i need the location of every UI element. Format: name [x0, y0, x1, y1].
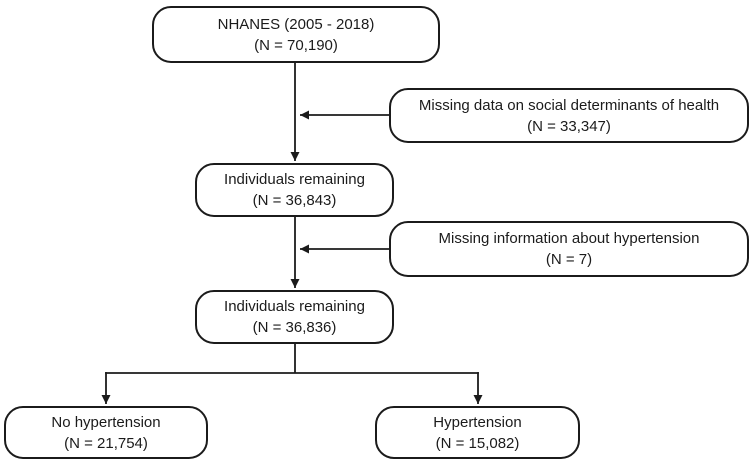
node-nhanes-source: NHANES (2005 - 2018) (N = 70,190) [152, 6, 440, 63]
node-count: (N = 36,843) [252, 192, 337, 209]
node-label: Individuals remaining [224, 298, 365, 315]
node-individuals-remaining-1: Individuals remaining (N = 36,843) [195, 163, 394, 217]
node-label: Missing information about hypertension [438, 230, 700, 247]
node-count: (N = 21,754) [64, 434, 148, 452]
node-count: (N = 33,347) [527, 117, 611, 135]
node-individuals-remaining-2: Individuals remaining (N = 36,836) [195, 290, 394, 344]
node-exclusion-hypertension-info: Missing information about hypertension (… [389, 221, 749, 277]
node-label: Hypertension [433, 413, 522, 431]
node-label: No hypertension [51, 413, 161, 431]
node-count: (N = 15,082) [435, 434, 520, 452]
node-count: (N = 7) [545, 251, 593, 268]
node-no-hypertension: No hypertension (N = 21,754) [4, 406, 208, 459]
node-label: Missing data on social determinants of h… [418, 96, 720, 114]
node-count: (N = 36,836) [252, 319, 337, 336]
node-count: (N = 70,190) [254, 36, 338, 54]
node-label: NHANES (2005 - 2018) [217, 15, 375, 33]
node-label: Individuals remaining [224, 171, 365, 188]
node-exclusion-social-determinants: Missing data on social determinants of h… [389, 88, 749, 143]
node-hypertension: Hypertension (N = 15,082) [375, 406, 580, 459]
